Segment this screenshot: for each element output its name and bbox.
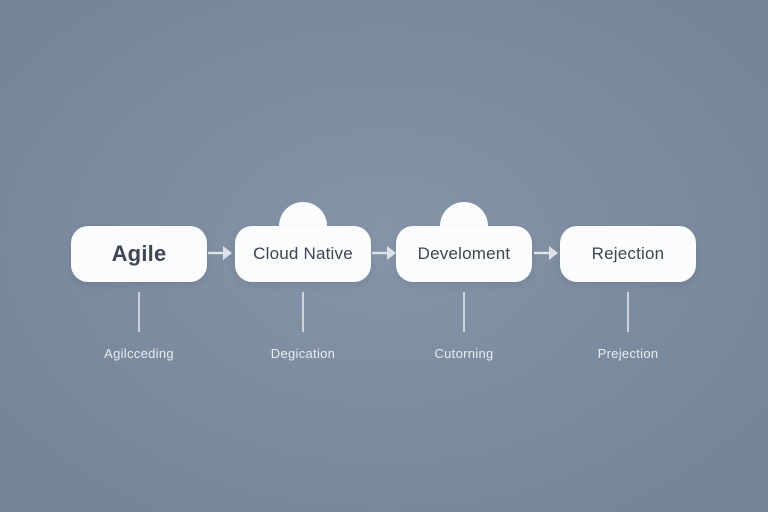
- node-caption: Prejection: [597, 346, 659, 361]
- node-caption: Degication: [270, 346, 336, 361]
- connector-line: [627, 292, 629, 332]
- arrow-right-icon: [534, 246, 558, 260]
- node-rejection: Rejection: [560, 226, 696, 282]
- node-agile: Agile: [71, 226, 207, 282]
- connector-line: [302, 292, 304, 332]
- arrow-right-icon: [208, 246, 232, 260]
- node-title: Rejection: [591, 244, 665, 263]
- connector-line: [138, 292, 140, 332]
- node-cloud-native: Cloud Native: [235, 226, 371, 282]
- node-develoment: Develoment: [396, 226, 532, 282]
- node-caption: Cutorning: [434, 346, 494, 361]
- node-title: Develoment: [417, 244, 511, 263]
- connector-line: [463, 292, 465, 332]
- node-title: Agile: [111, 241, 167, 266]
- arrow-right-icon: [372, 246, 396, 260]
- node-title: Cloud Native: [253, 244, 353, 263]
- node-caption: Agilcceding: [104, 346, 174, 361]
